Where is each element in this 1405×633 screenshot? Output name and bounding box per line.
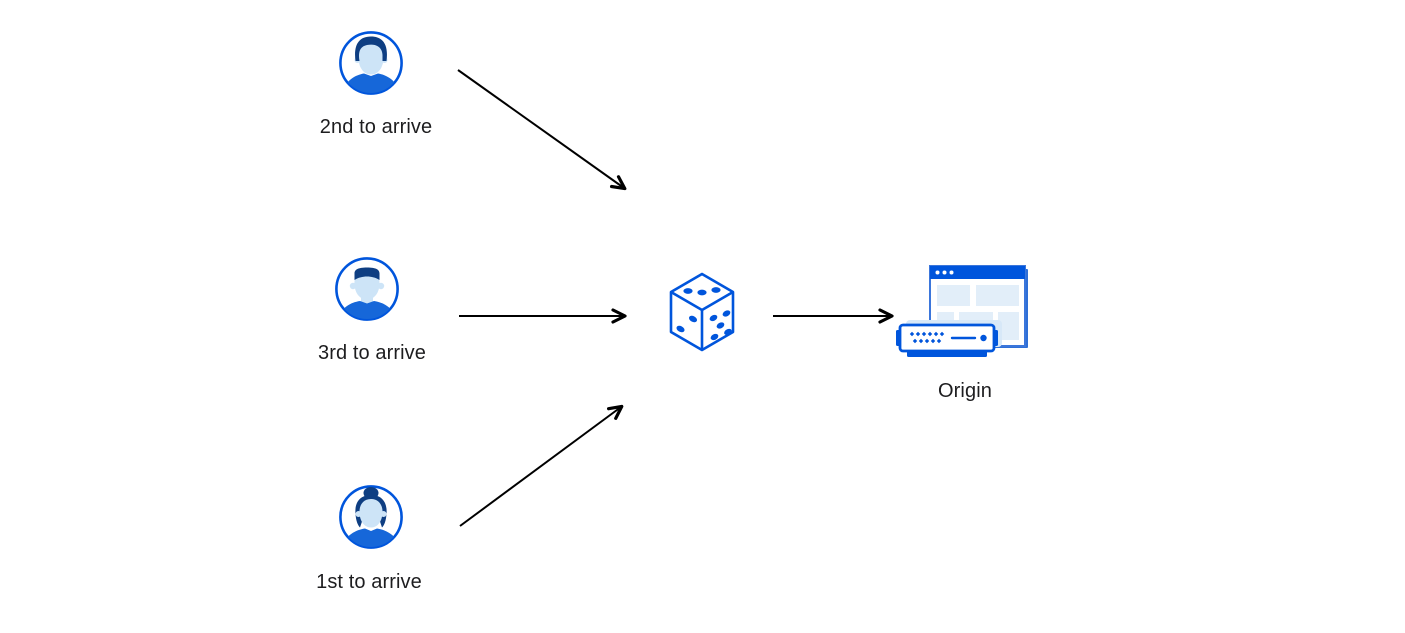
arrow-user-1st-to-dice	[459, 404, 624, 527]
user-label-2nd: 2nd to arrive	[319, 116, 433, 138]
user-avatar-male-flattop-icon	[335, 257, 399, 321]
user-label-1st: 1st to arrive	[316, 571, 422, 593]
arrow-user-2nd-to-dice	[457, 69, 627, 191]
user-label-3rd: 3rd to arrive	[317, 342, 426, 364]
user-avatar-male-swoosh-icon	[339, 31, 403, 95]
origin-label: Origin	[938, 380, 992, 402]
user-avatar-female-bun-icon	[339, 485, 403, 549]
origin-server-icon	[896, 265, 1028, 357]
server-vent-pattern	[909, 331, 945, 344]
dice-icon	[669, 272, 735, 352]
